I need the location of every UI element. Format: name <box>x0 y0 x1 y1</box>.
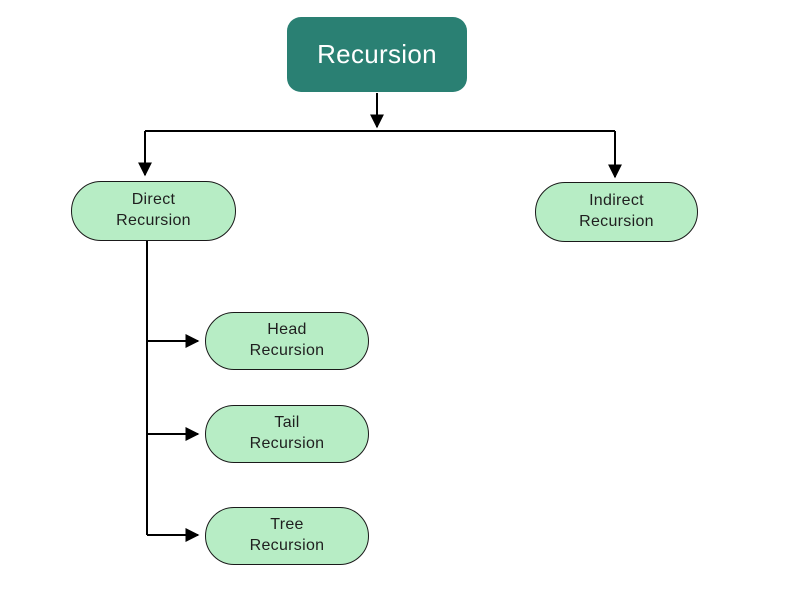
node-tree-recursion-label: Tree Recursion <box>249 516 325 554</box>
node-indirect-recursion: Indirect Recursion <box>535 182 698 242</box>
node-tree-recursion: Tree Recursion <box>205 507 369 565</box>
node-direct-recursion-label: Direct Recursion <box>116 191 191 229</box>
node-direct-recursion: Direct Recursion <box>71 181 236 241</box>
node-indirect-recursion-label: Indirect Recursion <box>579 192 654 230</box>
node-tail-recursion: Tail Recursion <box>205 405 369 463</box>
node-head-recursion-label: Head Recursion <box>249 321 325 359</box>
node-recursion-label: Recursion <box>317 38 437 69</box>
node-head-recursion: Head Recursion <box>205 312 369 370</box>
node-tail-recursion-label: Tail Recursion <box>249 414 325 452</box>
node-recursion: Recursion <box>287 17 467 92</box>
